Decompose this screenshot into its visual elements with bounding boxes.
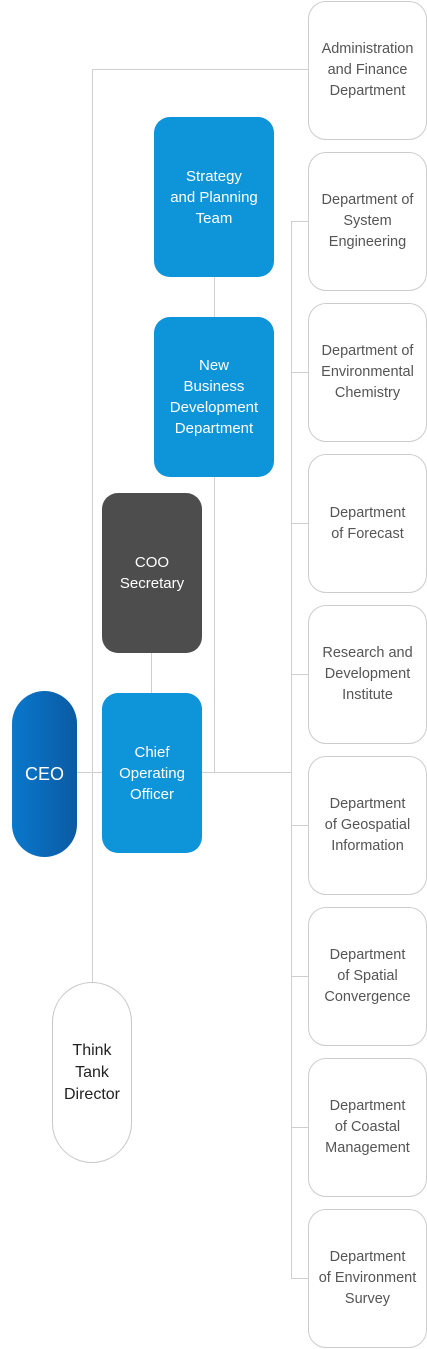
strategy-planning-team-node: Strategy and Planning Team (154, 117, 274, 277)
department-node-coastal-management: Department of Coastal Management (308, 1058, 427, 1197)
connector-strategy-newbiz (214, 276, 215, 318)
connector-tick-dept-3 (291, 523, 308, 524)
think-tank-director-node: Think Tank Director (52, 982, 132, 1163)
department-node-environment-survey: Department of Environment Survey (308, 1209, 427, 1348)
connector-department-spine (291, 221, 292, 1278)
connector-ceo-coo (76, 772, 102, 773)
coo-secretary-node: COO Secretary (102, 493, 202, 653)
connector-main-horizontal (202, 772, 291, 773)
department-node-geospatial-information: Department of Geospatial Information (308, 756, 427, 895)
connector-tick-dept-1 (291, 221, 308, 222)
new-business-development-node: New Business Development Department (154, 317, 274, 477)
department-node-environmental-chemistry: Department of Environmental Chemistry (308, 303, 427, 442)
department-node-research-development: Research and Development Institute (308, 605, 427, 744)
connector-newbiz-main (214, 476, 215, 772)
department-node-forecast: Department of Forecast (308, 454, 427, 593)
connector-tick-dept-6 (291, 976, 308, 977)
connector-ceo-vertical (92, 69, 93, 982)
ceo-node: CEO (12, 691, 77, 857)
connector-tick-dept-7 (291, 1127, 308, 1128)
department-node-spatial-convergence: Department of Spatial Convergence (308, 907, 427, 1046)
connector-tick-dept-8 (291, 1278, 308, 1279)
connector-tick-dept-2 (291, 372, 308, 373)
connector-tick-dept-4 (291, 674, 308, 675)
connector-coo-secretary (151, 652, 152, 693)
connector-admin-horizontal (92, 69, 308, 70)
connector-tick-dept-5 (291, 825, 308, 826)
department-node-system-engineering: Department of System Engineering (308, 152, 427, 291)
coo-node: Chief Operating Officer (102, 693, 202, 853)
department-node-administration: Administration and Finance Department (308, 1, 427, 140)
